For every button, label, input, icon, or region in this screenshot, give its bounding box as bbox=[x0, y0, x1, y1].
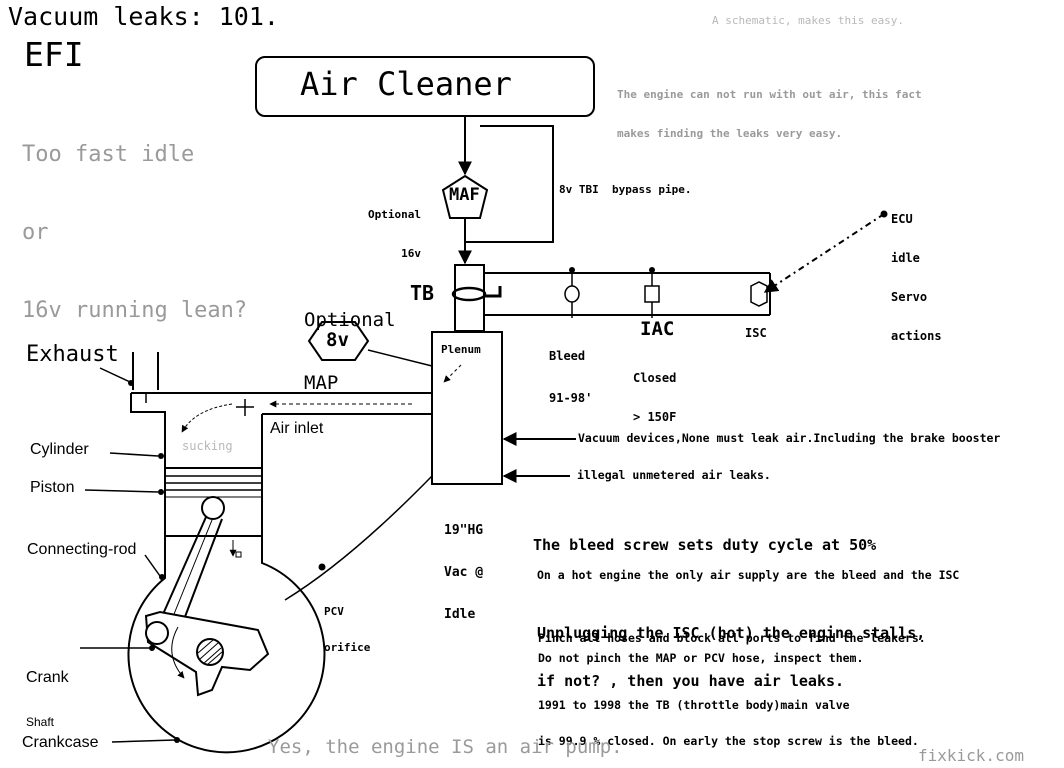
pinch-hoses-note: Pinch all hoses and block all ports to f… bbox=[538, 631, 926, 645]
air-pump-caption: Yes, the engine IS an air pump. bbox=[268, 736, 623, 758]
vacuum-reading: 19"HG Vac @ Idle bbox=[444, 523, 484, 622]
crank-shaft-label: Crank Shaft bbox=[26, 669, 69, 730]
bypass-pipe-label: 8v TBI bypass pipe. bbox=[559, 183, 692, 196]
map-sensor bbox=[307, 321, 370, 361]
duty-cycle-note: The bleed screw sets duty cycle at 50% bbox=[533, 536, 877, 554]
pcv-hose bbox=[284, 475, 433, 601]
tb-label: TB bbox=[410, 281, 435, 305]
site-watermark: fixkick.com bbox=[918, 746, 1024, 765]
piston bbox=[164, 467, 263, 537]
efi-label: EFI bbox=[24, 35, 84, 74]
map-sensor-label: 8v bbox=[326, 329, 349, 351]
pcv-label: PCV orifice bbox=[324, 605, 371, 654]
do-not-pinch-note: Do not pinch the MAP or PCV hose, inspec… bbox=[538, 651, 864, 665]
page-title: Vacuum leaks: 101. bbox=[8, 2, 279, 31]
crank-shaft-center bbox=[196, 638, 224, 666]
plenum-label: Plenum bbox=[441, 343, 481, 356]
lean-question: Too fast idle or 16v running lean? bbox=[22, 142, 248, 323]
vacuum-devices-callout: Vacuum devices,None must leak air.Includ… bbox=[578, 431, 1001, 445]
air-cleaner-label: Air Cleaner bbox=[300, 65, 512, 103]
air-cleaner-box bbox=[255, 56, 595, 117]
crankcase-label: Crankcase bbox=[22, 734, 99, 751]
hot-engine-note: On a hot engine the only air supply are … bbox=[537, 568, 960, 582]
maf-label: MAF bbox=[449, 185, 480, 205]
maf-optional-label: Optional 16v bbox=[368, 208, 421, 260]
throttle-body-note: 1991 to 1998 the TB (throttle body)main … bbox=[538, 698, 919, 748]
illegal-leaks-callout: illegal unmetered air leaks. bbox=[577, 468, 771, 482]
throttle-plate bbox=[451, 286, 487, 302]
isc-label: ISC bbox=[745, 326, 767, 340]
air-fact-note: The engine can not run with out air, thi… bbox=[617, 88, 922, 140]
ecu-label: ECU idle Servo actions bbox=[891, 212, 942, 343]
cylinder-label: Cylinder bbox=[30, 441, 89, 458]
crankcase bbox=[127, 536, 326, 754]
sucking-label: sucking bbox=[182, 439, 233, 453]
iac-state-label: Closed > 150F bbox=[633, 371, 677, 424]
bypass-pipe bbox=[465, 125, 554, 243]
plenum bbox=[431, 331, 503, 485]
iac-valve bbox=[644, 285, 660, 303]
schematic-subtitle: A schematic, makes this easy. bbox=[712, 14, 905, 27]
throttle-lever bbox=[484, 286, 502, 298]
connecting-rod-label: Connecting-rod bbox=[27, 541, 137, 558]
map-optional-label: Optional MAP bbox=[304, 309, 396, 394]
exhaust-label: Exhaust bbox=[26, 342, 119, 367]
unplugging-note: Unplugging the ISC (hot) the engine stal… bbox=[537, 624, 926, 690]
piston-label: Piston bbox=[30, 479, 75, 496]
bleed-label: Bleed 91-98' bbox=[549, 349, 593, 405]
air-inlet-label: Air inlet bbox=[270, 420, 324, 437]
iac-label: IAC bbox=[640, 318, 675, 340]
isc-valve bbox=[750, 281, 768, 307]
bleed-valve bbox=[564, 285, 580, 303]
